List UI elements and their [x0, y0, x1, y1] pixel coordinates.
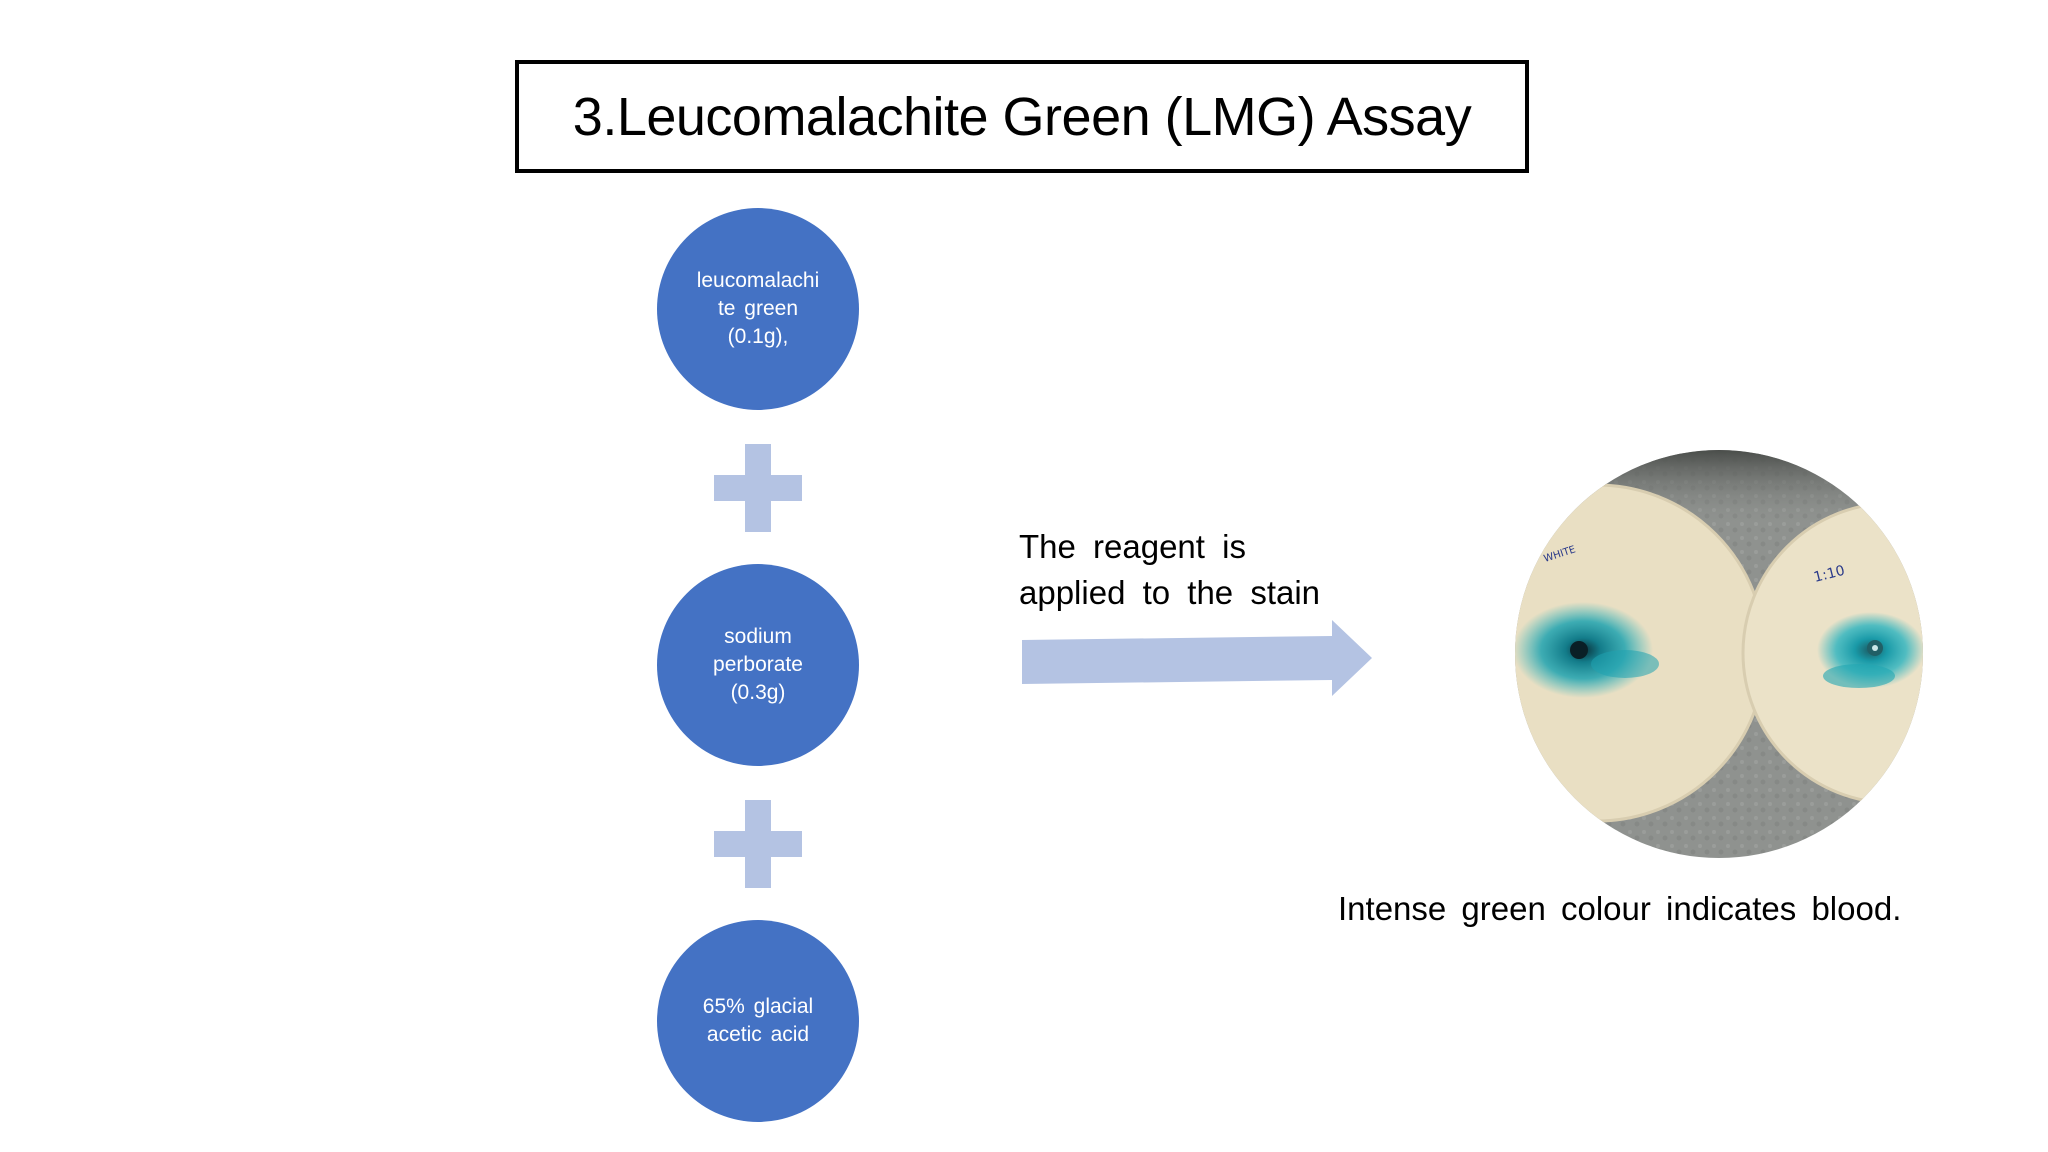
plus-icon	[714, 800, 802, 888]
disc-label-ratio: 1:10	[1812, 563, 1846, 586]
ingredient-label: sodium perborate (0.3g)	[713, 625, 803, 704]
stain-photo-image: WHITE 1:10	[1515, 450, 1923, 858]
arrow-label: The reagent is applied to the stain	[1019, 528, 1321, 611]
stain-test-photo: WHITE 1:10	[1515, 450, 1923, 858]
slide-title: 3.Leucomalachite Green (LMG) Assay	[572, 86, 1472, 147]
plus-icon	[714, 444, 802, 532]
ingredient-circle-glacial-acetic-acid: 65% glacial acetic acid	[657, 920, 859, 1122]
ingredient-label: leucomalachi te green (0.1g),	[696, 269, 820, 348]
result-caption: Intense green colour indicates blood.	[1338, 890, 1902, 927]
ingredient-circle-leucomalachite-green: leucomalachi te green (0.1g),	[657, 208, 859, 410]
ingredient-circle-sodium-perborate: sodium perborate (0.3g)	[657, 564, 859, 766]
ingredient-label: 65% glacial acetic acid	[702, 995, 814, 1046]
right-arrow-icon	[1022, 620, 1372, 696]
title-box: 3.Leucomalachite Green (LMG) Assay	[515, 60, 1529, 173]
